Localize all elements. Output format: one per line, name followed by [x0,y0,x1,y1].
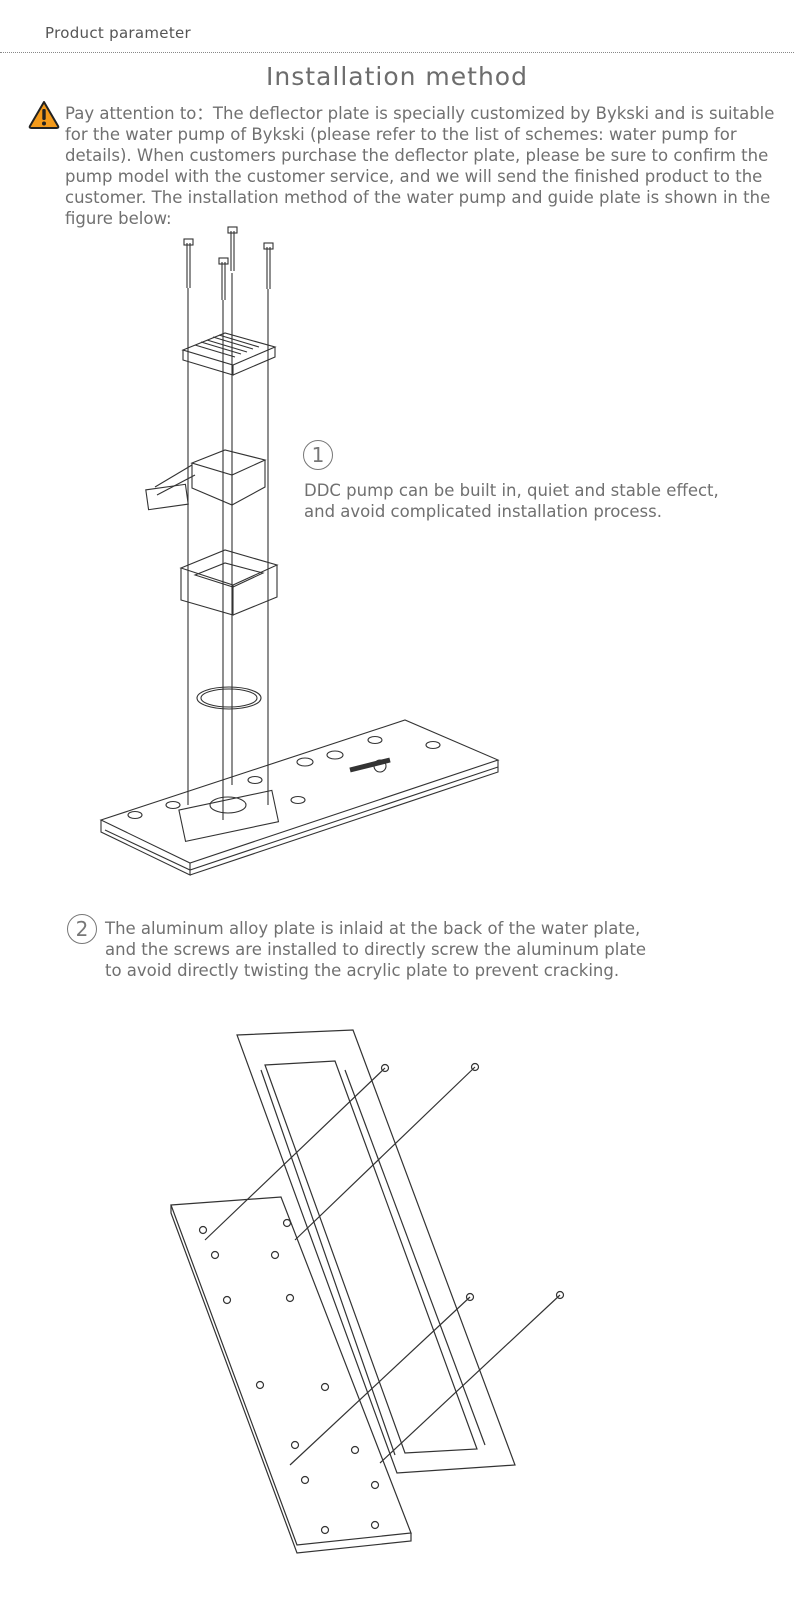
step-1-text: DDC pump can be built in, quiet and stab… [304,481,719,521]
ddc-pump [145,449,267,511]
notice-text: Pay attention to：The deflector plate is … [65,104,775,228]
section-header: Product parameter [45,24,192,42]
pump-housing [179,549,279,616]
step-2-number: 2 [67,914,97,944]
heatsink [181,332,277,376]
aluminum-plate-exploded-diagram [170,1029,565,1554]
screw-group-2 [204,1062,565,1466]
pump-exploded-diagram [99,226,500,876]
step-1-number: 1 [303,440,333,470]
step-2-text: The aluminum alloy plate is inlaid at th… [105,919,647,980]
acrylic-base-plate [99,719,500,876]
dotted-divider [0,52,794,53]
screw-group [183,226,274,300]
page-title: Installation method [266,62,528,91]
acrylic-frame [236,1029,516,1474]
aluminum-back-plate [170,1196,412,1554]
warning-icon [28,101,60,129]
